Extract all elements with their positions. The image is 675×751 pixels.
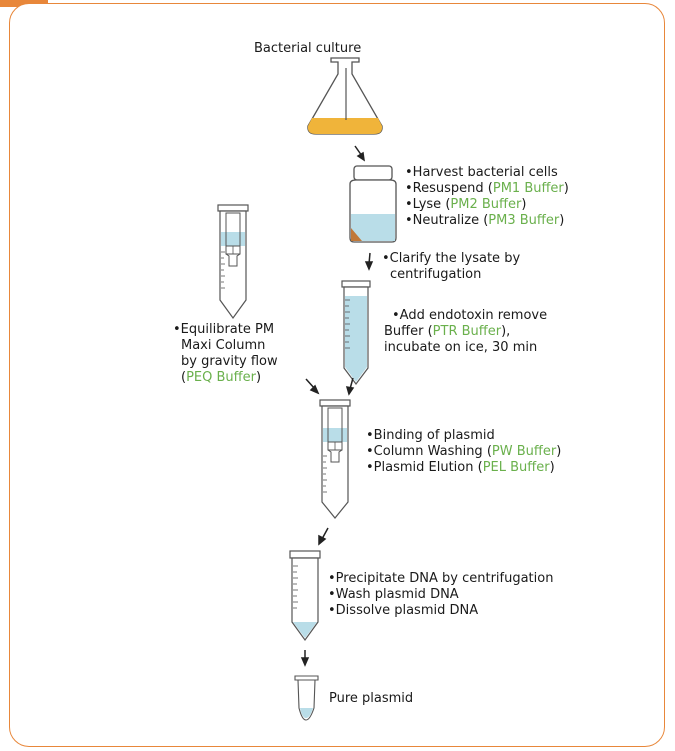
harvest-line-4: •Neutralize (PM3 Buffer): [405, 213, 565, 228]
centrifuge-tube-icon: [341, 280, 371, 385]
harvest-line-1: •Harvest bacterial cells: [405, 165, 558, 180]
arrow-3: [305, 378, 320, 395]
precipitate-steps: •Precipitate DNA by centrifugation •Wash…: [328, 571, 553, 619]
eppendorf-tube-icon: [294, 675, 319, 721]
binding-column-icon: [319, 399, 351, 519]
clarify-line-1: •Clarify the lysate by: [382, 251, 521, 266]
harvest-line-3: •Lyse (PM2 Buffer): [405, 197, 527, 212]
pw-buffer-label: PW Buffer: [491, 444, 557, 459]
binding-steps: •Binding of plasmid •Column Washing (PW …: [366, 428, 561, 476]
equilibrate-line-2: Maxi Column: [181, 338, 266, 353]
binding-line-3: •Plasmid Elution (PEL Buffer): [366, 460, 555, 475]
precipitate-line-3: •Dissolve plasmid DNA: [328, 603, 479, 618]
harvest-line-2: •Resuspend (PM1 Buffer): [405, 181, 569, 196]
endotoxin-step: •Add endotoxin remove Buffer (PTR Buffer…: [384, 308, 547, 356]
column-tube-icon: [217, 204, 249, 320]
endotoxin-line-3: incubate on ice, 30 min: [384, 340, 538, 355]
arrow-1: [354, 145, 365, 162]
endotoxin-line-2: Buffer (PTR Buffer),: [384, 324, 511, 339]
ptr-buffer-label: PTR Buffer: [432, 324, 502, 339]
precipitate-line-2: •Wash plasmid DNA: [328, 587, 459, 602]
harvest-steps: •Harvest bacterial cells •Resuspend (PM1…: [405, 165, 569, 229]
equilibrate-step: •Equilibrate PM Maxi Column by gravity f…: [173, 322, 278, 386]
pel-buffer-label: PEL Buffer: [482, 460, 550, 475]
binding-line-2: •Column Washing (PW Buffer): [366, 444, 562, 459]
arrow-6: [300, 650, 310, 667]
pm2-buffer-label: PM2 Buffer: [450, 197, 522, 212]
pm1-buffer-label: PM1 Buffer: [492, 181, 564, 196]
arrow-2: [364, 252, 374, 271]
clarify-line-2: centrifugation: [390, 267, 482, 282]
bottle-icon: [349, 165, 397, 243]
pm3-buffer-label: PM3 Buffer: [488, 213, 560, 228]
clarify-step: •Clarify the lysate by centrifugation: [382, 251, 520, 283]
equilibrate-line-4: (PEQ Buffer): [181, 370, 262, 385]
equilibrate-line-1: •Equilibrate PM: [173, 322, 275, 337]
equilibrate-line-3: by gravity flow: [181, 354, 278, 369]
arrow-5: [318, 527, 329, 546]
flask-icon: [307, 57, 383, 135]
arrow-4: [345, 377, 355, 396]
endotoxin-line-1: •Add endotoxin remove: [392, 308, 548, 323]
precipitate-tube-icon: [289, 550, 321, 642]
peq-buffer-label: PEQ Buffer: [186, 370, 256, 385]
binding-line-1: •Binding of plasmid: [366, 428, 495, 443]
final-title: Pure plasmid: [329, 691, 414, 706]
culture-title: Bacterial culture: [254, 41, 362, 56]
precipitate-line-1: •Precipitate DNA by centrifugation: [328, 571, 554, 586]
